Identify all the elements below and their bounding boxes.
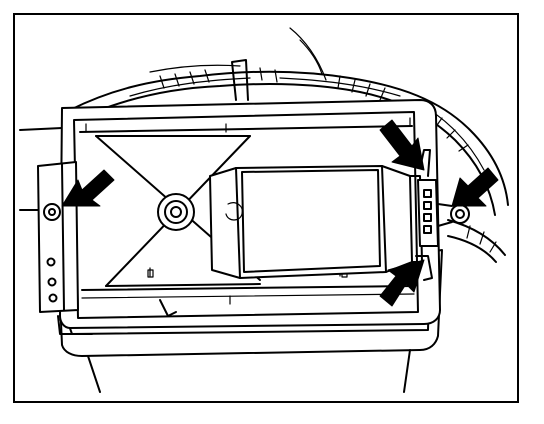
mounting-screw-right	[437, 203, 470, 227]
housing-skirt	[87, 349, 411, 393]
wire-harness	[69, 27, 509, 263]
pointer-arrow-left-screw	[61, 169, 115, 207]
mounting-screw-left	[43, 203, 61, 221]
figure-frame	[13, 13, 519, 403]
left-mounting-flange	[37, 161, 79, 313]
harness-connector	[417, 179, 439, 247]
left-edge-line	[19, 127, 63, 131]
retaining-clip-lower	[415, 255, 433, 281]
pointer-arrow-lower-clip	[379, 259, 425, 307]
pointer-arrow-upper-clip	[379, 119, 425, 171]
pointer-arrow-right-screw	[451, 167, 499, 207]
